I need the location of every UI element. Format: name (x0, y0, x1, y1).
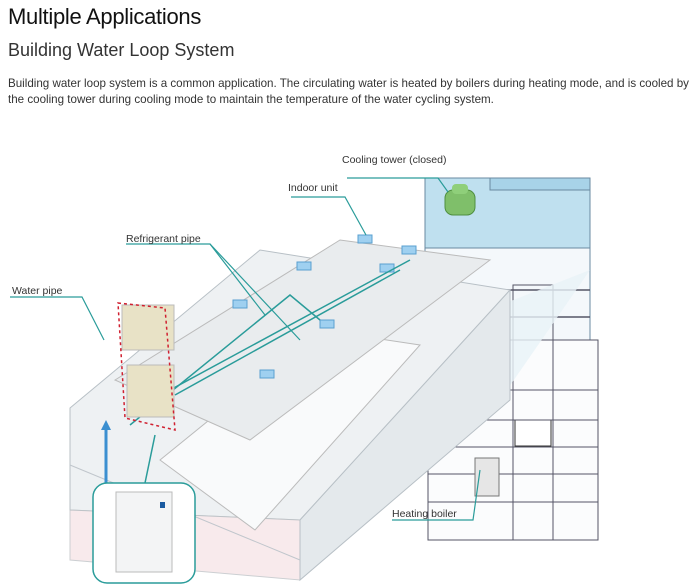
office-building (69, 239, 511, 582)
water-source-units (117, 302, 176, 431)
building-water-loop-diagram (10, 177, 599, 584)
label-indoor-unit: Indoor unit (288, 182, 338, 194)
label-cooling-tower: Cooling tower (closed) (342, 154, 447, 166)
label-water-pipe: Water pipe (12, 285, 63, 297)
label-heating-boiler: Heating boiler (392, 508, 457, 520)
section-title: Building Water Loop System (8, 40, 235, 60)
outdoor-unit-inset (92, 434, 196, 584)
cooling-tower (444, 184, 476, 216)
indoor-units (232, 234, 417, 379)
refrigerant-pipes (129, 259, 411, 426)
label-refrigerant-pipe: Refrigerant pipe (126, 233, 201, 245)
page-title: Multiple Applications (8, 4, 202, 29)
leader-lines (10, 177, 481, 521)
description: Building water loop system is a common a… (8, 77, 689, 106)
